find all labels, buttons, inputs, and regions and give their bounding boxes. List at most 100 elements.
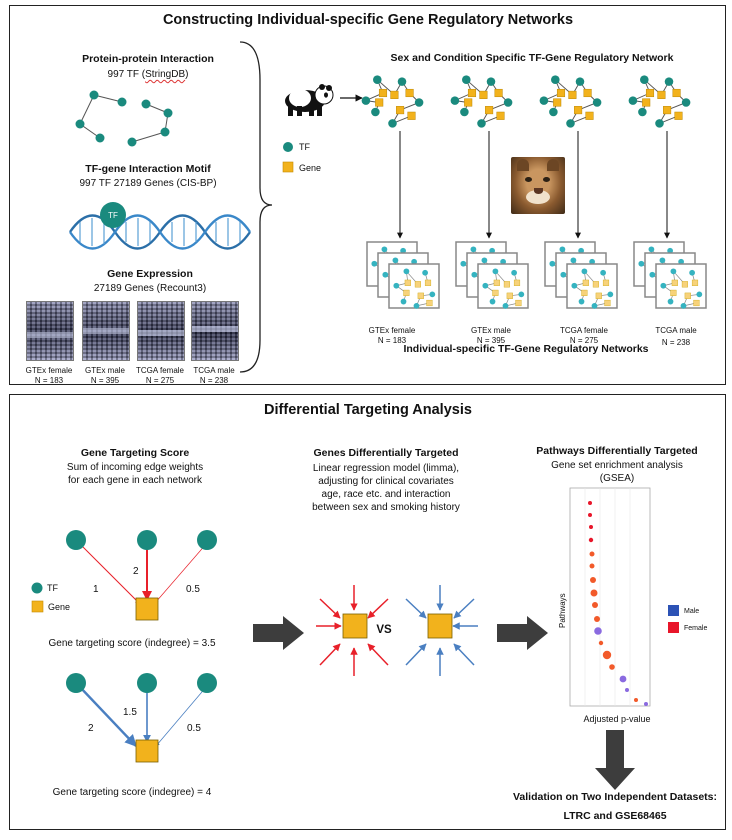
validation-line1: Validation on Two Independent Datasets:	[513, 791, 717, 803]
legend-male-label: Male	[684, 608, 700, 615]
stringdb-link: StringDB	[145, 69, 186, 80]
ppi-network	[75, 90, 173, 147]
individual-network-stack	[455, 241, 529, 309]
pathway-dot	[594, 627, 602, 635]
legend-tf-icon	[283, 142, 293, 152]
pathway-dot	[602, 650, 612, 660]
big-arrow-1	[253, 616, 304, 650]
legend-gene-label: Gene	[48, 602, 71, 612]
edge-weight: 1	[93, 584, 99, 595]
score-line2: for each gene in each network	[68, 475, 202, 486]
legend-gene-label: Gene	[299, 163, 322, 173]
gsea-dot-plot	[569, 487, 679, 707]
heatmap-gtex-male	[82, 301, 130, 361]
score-caption-1: Gene targeting score (indegree) = 3.5	[48, 638, 216, 649]
big-arrow-2	[497, 616, 548, 650]
pathway-dot	[589, 525, 593, 529]
vs-label: VS	[376, 624, 392, 636]
tf-protein-icon	[100, 202, 126, 228]
down-arrows	[397, 131, 670, 239]
legend-female-label: Female	[684, 625, 708, 632]
legend-gene-icon	[282, 161, 294, 173]
condition-network	[361, 75, 424, 128]
network-title: Sex and Condition Specific TF-Gene Regul…	[390, 52, 674, 64]
pathway-dot	[644, 702, 648, 706]
red-star-diagram	[316, 585, 389, 676]
edge-weight: 2	[88, 723, 94, 734]
big-arrow-down	[595, 730, 635, 790]
edge-weight: 0.5	[187, 723, 201, 734]
left-dataset-name: TCGA male	[193, 366, 235, 375]
heatmap-gtex-female	[26, 301, 74, 361]
genes-diff-line: adjusting for clinical covariates	[318, 476, 454, 487]
left-dataset-n: N = 275	[145, 376, 175, 385]
score-caption-2: Gene targeting score (indegree) = 4	[52, 787, 212, 798]
cougar-image	[511, 157, 565, 214]
legend-male-swatch	[668, 605, 679, 616]
pathway-dot	[619, 675, 627, 683]
condition-network	[450, 75, 513, 128]
right-dataset-name: TCGA male	[655, 326, 697, 335]
left-dataset-name: GTEx male	[84, 366, 126, 375]
pathway-dot	[634, 698, 638, 702]
panda-icon	[285, 84, 334, 116]
right-dataset-n: N = 183	[377, 336, 407, 345]
individual-network-stack	[544, 241, 618, 309]
individual-network-stack	[633, 241, 707, 309]
legend-tf-label: TF	[47, 583, 58, 593]
right-dataset-name: TCGA female	[559, 326, 609, 335]
pathway-dot	[625, 688, 629, 692]
left-dataset-name: GTEx female	[25, 366, 73, 375]
left-dataset-n: N = 395	[90, 376, 120, 385]
pathway-dot	[590, 577, 596, 583]
pathway-dot	[588, 501, 592, 505]
right-dataset-name: GTEx female	[368, 326, 416, 335]
pathway-dot	[592, 602, 598, 608]
pathways-line1: Gene set enrichment analysis	[551, 460, 683, 471]
condition-network	[628, 75, 691, 128]
motif-title: TF-gene Interaction Motif	[85, 163, 211, 175]
genes-diff-line: between sex and smoking history	[312, 502, 460, 513]
right-dataset-n: N = 275	[569, 336, 599, 345]
expression-subtitle: 27189 Genes (Recount3)	[93, 283, 207, 294]
motif-subtitle: 997 TF 27189 Genes (CIS-BP)	[79, 178, 217, 189]
left-dataset-n: N = 238	[199, 376, 229, 385]
score-line1: Sum of incoming edge weights	[66, 462, 204, 473]
edge-weight: 1.5	[123, 707, 137, 718]
pathways-title: Pathways Differentially Targeted	[536, 445, 698, 457]
individual-network-stack	[366, 241, 440, 309]
blue-star-diagram	[405, 585, 478, 676]
edge-weight: 0.5	[186, 584, 200, 595]
pathway-dot	[588, 537, 594, 543]
pathway-dot	[589, 551, 595, 557]
condition-network	[539, 75, 602, 128]
left-dataset-n: N = 183	[34, 376, 64, 385]
dna-helix-icon	[69, 214, 251, 250]
legend-gene-icon	[31, 600, 44, 613]
differential-title: Differential Targeting Analysis	[264, 402, 472, 418]
pathway-dot	[590, 589, 598, 597]
right-dataset-name: GTEx male	[470, 326, 512, 335]
tf-protein-label: TF	[108, 211, 118, 220]
pathway-dot	[589, 563, 595, 569]
ppi-title: Protein-protein Interaction	[82, 53, 214, 65]
legend-female-swatch	[668, 622, 679, 633]
genes-diff-line: age, race etc. and interaction	[321, 489, 451, 500]
validation-line2: LTRC and GSE68465	[563, 810, 667, 822]
genes-diff-title: Genes Differentially Targeted	[313, 447, 459, 459]
heatmap-tcga-male	[191, 301, 239, 361]
left-dataset-name: TCGA female	[135, 366, 185, 375]
pathway-dot	[594, 616, 600, 622]
brace	[239, 41, 273, 373]
gsea-xlabel: Adjusted p-value	[583, 714, 651, 724]
construction-title: Constructing Individual-specific Gene Re…	[162, 12, 574, 28]
expression-title: Gene Expression	[107, 268, 193, 280]
genes-diff-line: Linear regression model (limma),	[312, 463, 460, 474]
pathway-dot	[588, 513, 592, 517]
heatmap-tcga-female	[137, 301, 185, 361]
score-title: Gene Targeting Score	[80, 447, 190, 459]
right-dataset-n: N = 238	[661, 338, 691, 347]
example1-network	[66, 530, 217, 621]
pathway-dot	[609, 664, 615, 670]
